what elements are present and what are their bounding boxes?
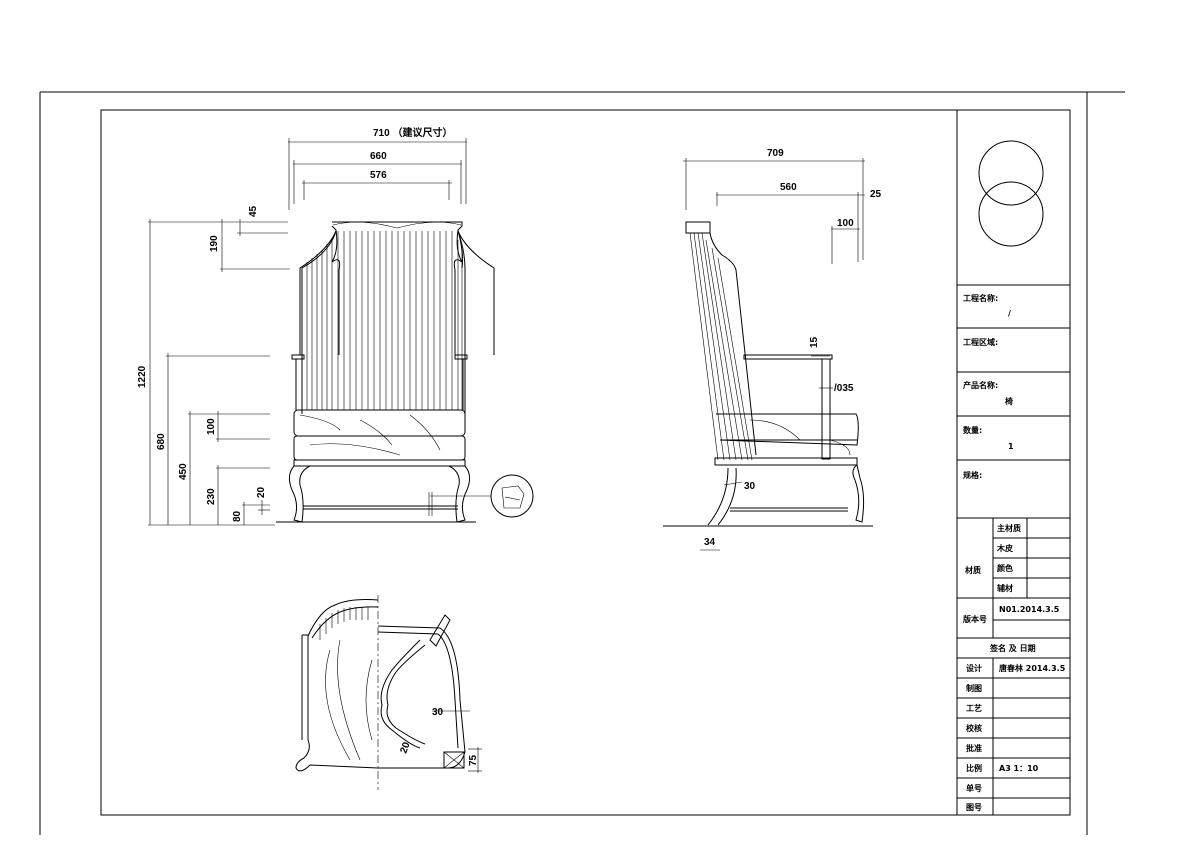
dim-80: 80	[232, 510, 243, 522]
dim-top-20: 20	[398, 740, 412, 755]
project-area-label: 工程区域:	[963, 337, 998, 347]
title-block: 工程名称: / 工程区域: 产品名称: 椅 数量: 1 规格: 材质 主材质 木…	[956, 110, 1070, 815]
sheet-border	[39, 91, 1125, 835]
dim-top-30: 30	[432, 707, 444, 718]
dim-15: 15	[809, 336, 820, 348]
dim-100: 100	[206, 418, 217, 435]
product-name-value: 椅	[1005, 396, 1013, 406]
version-label: 版本号	[962, 614, 987, 624]
dim-450: 450	[178, 463, 189, 480]
row-label-drafting: 制图	[966, 683, 982, 693]
dim-depth-560: 560	[780, 182, 797, 193]
material-color: 颜色	[997, 563, 1013, 573]
logo-circles	[978, 140, 1044, 247]
dim-20: 20	[256, 486, 267, 498]
spec-label: 规格:	[963, 470, 982, 480]
front-dimensions	[148, 138, 467, 526]
dim-45: 45	[248, 205, 259, 217]
row-label-drawing-no: 图号	[966, 803, 982, 812]
dim-190: 190	[209, 235, 220, 252]
material-veneer: 木皮	[996, 543, 1013, 553]
version-value: N01.2014.3.5	[999, 605, 1060, 614]
dim-230: 230	[206, 488, 217, 505]
dim-width-710: 710 （建议尺寸）	[373, 126, 452, 139]
dim-1220: 1220	[137, 365, 148, 388]
project-name-label: 工程名称:	[963, 293, 998, 303]
dim-34: 34	[704, 537, 716, 548]
row-label-design: 设计	[966, 663, 982, 673]
side-chair-drawing	[663, 221, 873, 527]
front-chair-drawing	[276, 221, 534, 523]
front-view: 710 （建议尺寸） 660 576 45 190 1220 680 450 1…	[137, 126, 534, 526]
dim-25: 25	[870, 189, 882, 200]
dim-680: 680	[156, 433, 167, 450]
dim-side-100: 100	[837, 218, 854, 229]
back-slats	[306, 231, 463, 410]
dim-035: /035	[834, 383, 854, 394]
dim-top-75: 75	[468, 754, 479, 766]
row-value-scale: A3 1：10	[999, 764, 1039, 773]
side-dimensions	[683, 158, 865, 551]
row-label-check: 校核	[966, 723, 982, 733]
row-label-process: 工艺	[966, 703, 982, 713]
top-chair-drawing	[295, 595, 482, 790]
quantity-label: 数量:	[963, 425, 982, 435]
row-value-design: 唐春林 2014.3.5	[999, 663, 1066, 673]
material-main: 主材质	[997, 523, 1021, 533]
detail-callout	[490, 474, 534, 518]
dim-depth-709: 709	[767, 148, 784, 159]
material-auxiliary: 辅材	[997, 583, 1013, 593]
row-label-order-no: 单号	[966, 783, 982, 793]
product-name-label: 产品名称:	[963, 380, 998, 390]
dim-width-660: 660	[370, 151, 387, 162]
quantity-value: 1	[1008, 442, 1014, 451]
side-view: 709 560 25 100 15 /035 30 34	[663, 148, 882, 551]
project-name-value: /	[1008, 309, 1011, 318]
sign-header: 签名 及 日期	[989, 643, 1036, 653]
material-label: 材质	[965, 565, 981, 575]
row-label-approve: 批准	[966, 743, 982, 753]
row-label-scale: 比例	[966, 763, 982, 773]
top-view: 30 20 75	[295, 595, 482, 790]
dim-side-30: 30	[744, 481, 756, 492]
dim-width-576: 576	[370, 170, 387, 181]
